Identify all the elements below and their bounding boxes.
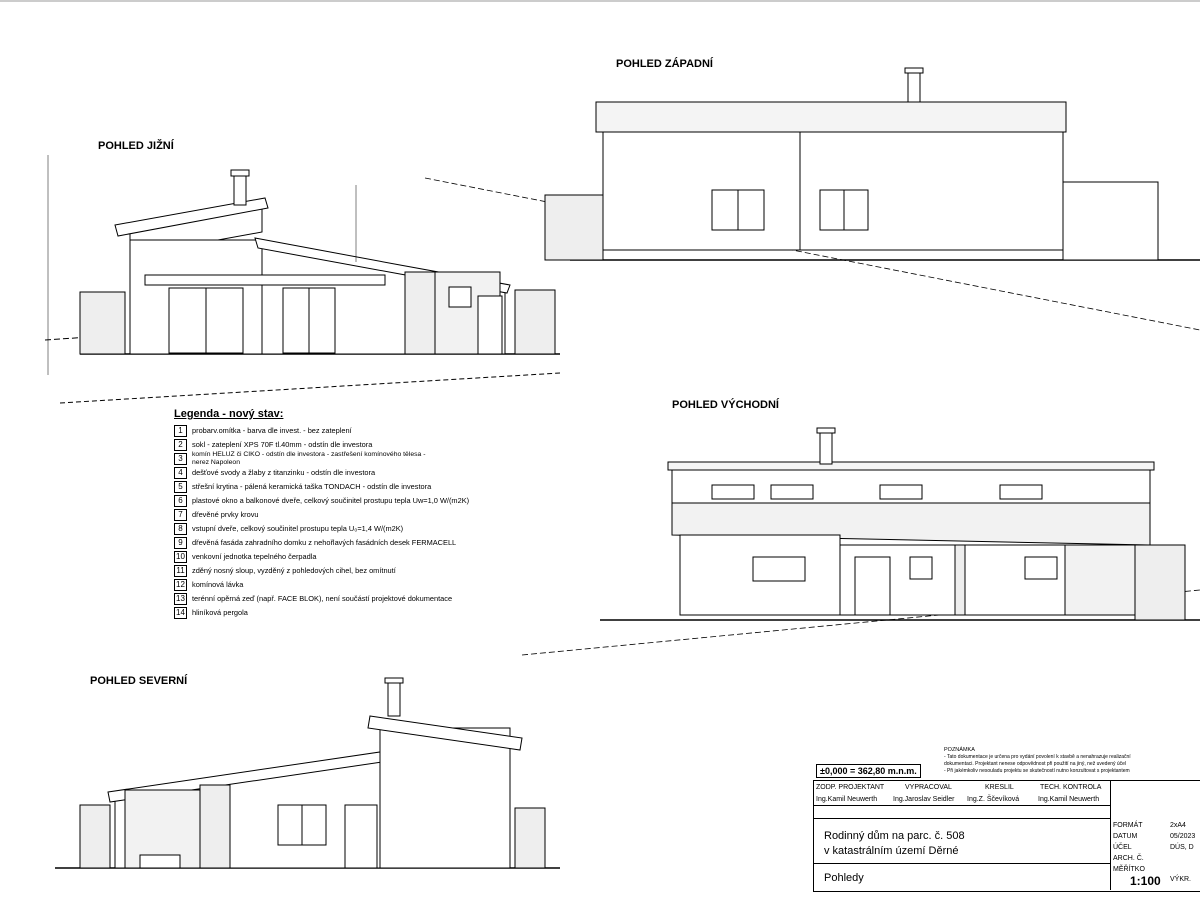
header-vypracoval: VYPRACOVAL: [905, 784, 952, 791]
name-vypracoval: Ing.Jaroslav Seidler: [893, 796, 955, 803]
legend-item: 3 komín HELUZ či CIKO - odstín dle invest…: [174, 450, 534, 466]
name-kreslil: Ing.Z. Ščevíková: [967, 796, 1020, 803]
legend-number: 10: [174, 550, 187, 563]
legend-text: dešťové svody a žlaby z titanzinku - ods…: [192, 467, 376, 477]
legend-item: 5 střešní krytina - pálená keramická tašk…: [174, 480, 534, 493]
field-value-format: 2xA4: [1170, 822, 1186, 829]
west-elevation: POHLED ZÁPADNÍ: [424, 57, 1200, 331]
legend-text: sokl - zateplení XPS 70F tl.40mm - odstí…: [192, 439, 373, 449]
legend-item: 7 dřevěné prvky krovu: [174, 508, 534, 521]
field-label-datum: DATUM: [1113, 833, 1138, 840]
legend-item: 2 sokl - zateplení XPS 70F tl.40mm - odst…: [174, 438, 534, 451]
legend-number: 5: [174, 480, 187, 493]
legend-number: 3: [174, 452, 187, 465]
note-line: dokumentaci. Projektant nenese odpovědno…: [944, 761, 1127, 767]
legend-item: 10 venkovní jednotka tepelného čerpadla: [174, 550, 534, 563]
scale-value: 1:100: [1130, 874, 1161, 888]
header-tech-kontrola: TECH. KONTROLA: [1040, 784, 1102, 791]
legend-number: 14: [174, 606, 187, 619]
header-kreslil: KRESLIL: [985, 784, 1014, 791]
note-line: - Tato dokumentace je určena pro vydání …: [944, 754, 1131, 760]
legend-text: venkovní jednotka tepelného čerpadla: [192, 551, 317, 561]
legend-item: 4 dešťové svody a žlaby z titanzinku - od…: [174, 466, 534, 479]
project-title-line-2: v katastrálním území Děrné: [824, 845, 959, 857]
east-elevation: POHLED VÝCHODNÍ: [521, 398, 1200, 656]
north-view-title: POHLED SEVERNÍ: [90, 674, 188, 687]
legend-text: střešní krytina - pálená keramická taška…: [192, 481, 432, 491]
field-value-ucel: DÚS, D: [1170, 844, 1194, 851]
legend-text: plastové okno a balkonové dveře, celkový…: [192, 495, 470, 505]
header-zodp-projektant: ZODP. PROJEKTANT: [816, 784, 885, 791]
legend-item: 1 probarv.omítka - barva dle invest. - be…: [174, 424, 534, 437]
note-line: - Při jakémkoliv nesouladu projektu se s…: [944, 768, 1130, 774]
legend-number: 13: [174, 592, 187, 605]
title-block-divider: [1110, 780, 1111, 890]
legend-number: 9: [174, 536, 187, 549]
legend-number: 8: [174, 522, 187, 535]
legend-text: vstupní dveře, celkový součinitel prostu…: [192, 523, 404, 533]
legend-item: 6 plastové okno a balkonové dveře, celkov…: [174, 494, 534, 507]
legend-text: dřevěná fasáda zahradního domku z nehořl…: [192, 537, 457, 547]
legend-text: zděný nosný sloup, vyzděný z pohledových…: [192, 565, 396, 575]
legend-text: komínová lávka: [192, 579, 244, 589]
field-label-ucel: ÚČEL: [1113, 844, 1132, 851]
legend-number: 2: [174, 438, 187, 451]
legend-text: komín HELUZ či CIKO - odstín dle investo…: [192, 450, 426, 466]
north-elevation: POHLED SEVERNÍ: [55, 674, 560, 869]
title-block-divider: [813, 863, 1110, 864]
drawing-name: Pohledy: [824, 872, 864, 884]
field-label-format: FORMÁT: [1113, 822, 1143, 829]
legend-item: 13 terénní opěrná zeď (např. FACE BLOK), …: [174, 592, 534, 605]
legend-text: hliníková pergola: [192, 607, 248, 617]
legend-item: 11 zděný nosný sloup, vyzděný z pohledový…: [174, 564, 534, 577]
title-block-frame: [813, 780, 1200, 892]
legend-title: Legenda - nový stav:: [174, 408, 284, 420]
field-value-datum: 05/2023: [1170, 833, 1196, 840]
legend-item: 8 vstupní dveře, celkový součinitel prost…: [174, 522, 534, 535]
legend-number: 4: [174, 466, 187, 479]
legend-text: terénní opěrná zeď (např. FACE BLOK), ne…: [192, 593, 453, 603]
legend-item: 9 dřevěná fasáda zahradního domku z nehoř…: [174, 536, 534, 549]
zero-level-label: ±0,000 = 362,80 m.n.m.: [816, 764, 921, 778]
title-block-divider: [813, 818, 1110, 819]
legend-number: 1: [174, 424, 187, 437]
sheet-label: VÝKR.: [1170, 876, 1192, 883]
field-label-arch-c: ARCH. Č.: [1113, 855, 1144, 862]
east-view-title: POHLED VÝCHODNÍ: [672, 398, 780, 411]
west-view-title: POHLED ZÁPADNÍ: [616, 57, 714, 70]
legend-text: dřevěné prvky krovu: [192, 509, 259, 519]
legend-item: 12 komínová lávka: [174, 578, 534, 591]
legend-number: 6: [174, 494, 187, 507]
project-title-line-1: Rodinný dům na parc. č. 508: [824, 830, 965, 842]
legend-number: 7: [174, 508, 187, 521]
title-block-divider: [813, 805, 1110, 806]
legend-text: probarv.omítka - barva dle invest. - bez…: [192, 425, 352, 435]
legend-number: 12: [174, 578, 187, 591]
south-view-title: POHLED JIŽNÍ: [98, 139, 175, 152]
legend-item: 14 hliníková pergola: [174, 606, 534, 619]
name-zodp-projektant: Ing.Kamil Neuwerth: [816, 796, 878, 803]
name-tech-kontrola: Ing.Kamil Neuwerth: [1038, 796, 1100, 803]
note-title: POZNÁMKA: [944, 747, 975, 753]
legend-number: 11: [174, 564, 187, 577]
south-elevation: POHLED JIŽNÍ: [44, 139, 561, 404]
scale-label: MĚŘÍTKO: [1113, 866, 1145, 873]
legend: Legenda - nový stav: 1 probarv.omítka - b…: [174, 408, 534, 620]
